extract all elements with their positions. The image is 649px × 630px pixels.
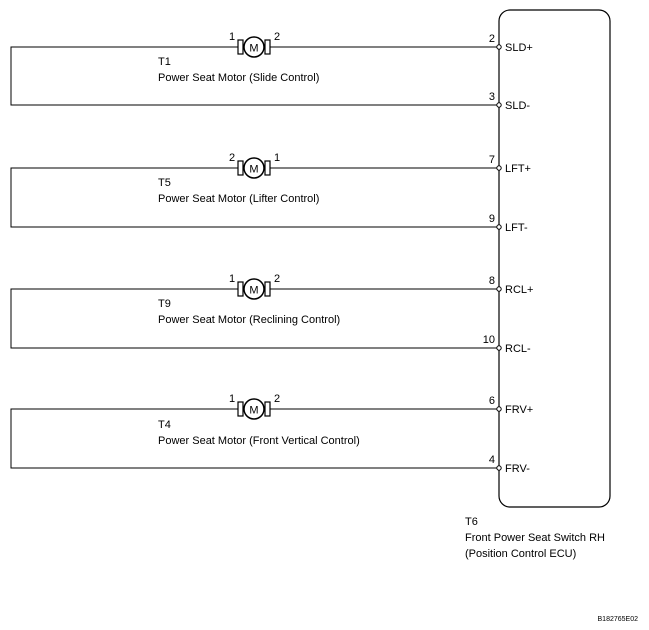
figure-code: B182765E02 [598,616,639,623]
ecu-terminal [496,345,502,351]
ecu-pin-label: LFT+ [505,163,531,175]
ecu-terminal [496,286,502,292]
ecu-terminal [496,465,502,471]
ecu-pin-label: SLD+ [505,42,533,54]
ecu-pin-label: SLD- [505,100,530,112]
ecu-pin-number: 9 [489,213,495,225]
motor-symbol: M [249,164,258,176]
motor-lifter: M [237,157,271,179]
motor-symbol: M [249,405,258,417]
motor-reclining: M [237,278,271,300]
ecu-pin-label: FRV+ [505,404,533,416]
ecu-subtitle: (Position Control ECU) [465,548,576,560]
motor-pin-left: 1 [229,393,235,405]
wire-slide-loop [10,46,499,106]
circuit-lifter: M 2 1 T5 Power Seat Motor (Lifter Contro… [10,152,531,234]
ecu-pin-label: LFT- [505,222,528,234]
circuit-reclining: M 1 2 T9 Power Seat Motor (Reclining Con… [10,273,533,355]
ecu-terminal [496,406,502,412]
ecu-pin-number: 10 [483,334,495,346]
motor-name: Power Seat Motor (Front Vertical Control… [158,435,360,447]
motor-pin-right: 2 [274,273,280,285]
motor-symbol: M [249,43,258,55]
wire-front-vertical-loop [10,408,499,469]
ecu-pin-number: 3 [489,91,495,103]
motor-pin-right: 2 [274,31,280,43]
motor-name: Power Seat Motor (Slide Control) [158,72,319,84]
motor-connector-id: T9 [158,298,171,310]
ecu-pin-label: RCL+ [505,284,533,296]
ecu-pin-number: 6 [489,395,495,407]
motor-symbol: M [249,285,258,297]
ecu-pin-number: 8 [489,275,495,287]
motor-pin-right: 1 [274,152,280,164]
wire-lifter-loop [10,167,499,228]
ecu-pin-number: 7 [489,154,495,166]
motor-connector-id: T5 [158,177,171,189]
motor-slide: M [237,36,271,58]
circuit-slide: M 1 2 T1 Power Seat Motor (Slide Control… [10,31,533,112]
motor-pin-right: 2 [274,393,280,405]
motor-name: Power Seat Motor (Reclining Control) [158,314,340,326]
ecu-connector-id: T6 [465,516,478,528]
motor-pin-left: 1 [229,273,235,285]
circuit-front-vertical: M 1 2 T4 Power Seat Motor (Front Vertica… [10,393,533,475]
motor-pin-left: 1 [229,31,235,43]
motor-name: Power Seat Motor (Lifter Control) [158,193,319,205]
motor-connector-id: T4 [158,419,171,431]
ecu-box [498,9,611,508]
ecu-pin-number: 2 [489,33,495,45]
ecu-pin-label: RCL- [505,343,531,355]
ecu-terminal [496,224,502,230]
motor-front-vertical: M [237,398,271,420]
ecu-terminal [496,102,502,108]
ecu-name: Front Power Seat Switch RH [465,532,605,544]
wire-reclining-loop [10,288,499,349]
ecu-terminal [496,44,502,50]
ecu-terminal [496,165,502,171]
ecu-pin-number: 4 [489,454,495,466]
ecu-pin-label: FRV- [505,463,530,475]
motor-pin-left: 2 [229,152,235,164]
motor-connector-id: T1 [158,56,171,68]
